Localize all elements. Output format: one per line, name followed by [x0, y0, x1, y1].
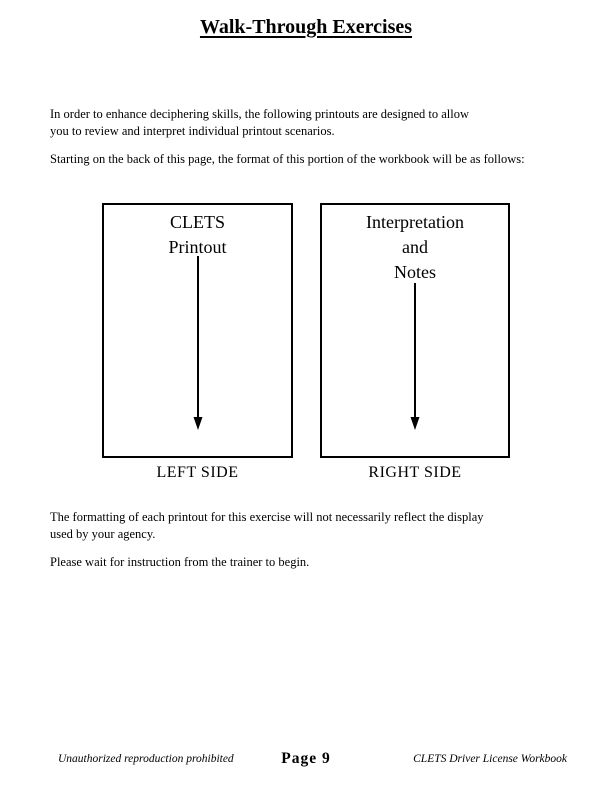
clets-printout-box-heading: CLETS Printout: [104, 210, 291, 260]
right-side-label: RIGHT SIDE: [368, 464, 462, 481]
intro-paragraph-1-line-1: In order to enhance deciphering skills, …: [50, 107, 469, 121]
interpretation-notes-box-heading-line-1: Interpretation: [366, 212, 464, 232]
footer-workbook-title: CLETS Driver License Workbook: [413, 753, 567, 765]
interpretation-notes-box-heading-line-2: and: [402, 237, 428, 257]
footer-copyright-notice: Unauthorized reproduction prohibited: [58, 753, 234, 765]
closing-paragraph-2: Please wait for instruction from the tra…: [50, 554, 562, 571]
intro-paragraph-1: In order to enhance deciphering skills, …: [50, 106, 562, 140]
intro-paragraph-2-line-1: Starting on the back of this page, the f…: [50, 152, 525, 166]
footer-page-number: Page 9: [281, 750, 331, 767]
down-arrow-icon: [410, 283, 420, 430]
clets-printout-box-heading-line-1: CLETS: [169, 212, 225, 232]
closing-paragraph-1: The formatting of each printout for this…: [50, 509, 562, 543]
clets-printout-box: CLETS Printout: [102, 203, 293, 458]
closing-paragraph-1-line-1: The formatting of each printout for this…: [50, 510, 484, 524]
closing-paragraph-1-line-2: used by your agency.: [50, 527, 156, 541]
down-arrow-icon: [193, 256, 202, 430]
interpretation-notes-box-heading-line-3: Notes: [394, 262, 436, 282]
closing-paragraph-2-line-1: Please wait for instruction from the tra…: [50, 555, 310, 569]
left-side-label: LEFT SIDE: [156, 464, 239, 481]
interpretation-notes-box: Interpretation and Notes: [320, 203, 510, 458]
page-title: Walk-Through Exercises: [199, 16, 413, 38]
interpretation-notes-box-heading: Interpretation and Notes: [322, 210, 508, 285]
intro-paragraph-1-line-2: you to review and interpret individual p…: [50, 124, 335, 138]
intro-paragraph-2: Starting on the back of this page, the f…: [50, 151, 562, 168]
clets-printout-box-heading-line-2: Printout: [168, 237, 227, 257]
